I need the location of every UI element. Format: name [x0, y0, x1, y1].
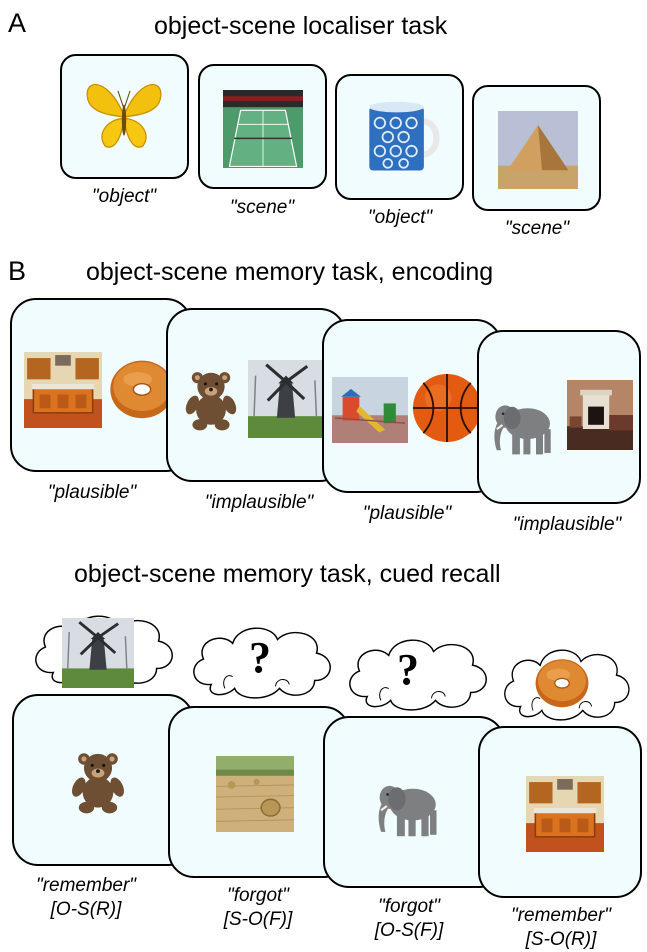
- butterfly-icon: [80, 72, 168, 158]
- recall-label-3: "forgot" [O-S(F)]: [375, 895, 444, 943]
- recall-response-4: "remember": [510, 905, 612, 926]
- kitchen-icon: [24, 352, 102, 428]
- elephant-icon: [483, 390, 561, 460]
- recall-code-4: [S-O(R)]: [525, 929, 597, 950]
- pyramid-icon: [498, 111, 578, 189]
- recall-label-2: "forgot" [S-O(F)]: [224, 884, 293, 932]
- recall-response-3: "forgot": [377, 896, 441, 917]
- recall-card-4: [478, 726, 642, 898]
- encoding-label-3: "plausible": [362, 503, 452, 524]
- encoding-title: object-scene memory task, encoding: [86, 258, 494, 286]
- playground-icon: [332, 377, 408, 443]
- thought-cloud-2: ?: [182, 616, 338, 704]
- recall-response-2: "forgot": [226, 885, 290, 906]
- question-mark: ?: [249, 633, 271, 682]
- windmill-icon: [248, 360, 324, 438]
- panel-a-title: object-scene localiser task: [154, 12, 448, 40]
- encoding-card-2: [166, 308, 346, 482]
- recall-response-1: "remember": [35, 875, 137, 896]
- encoding-card-1: [10, 298, 192, 472]
- thought-cloud-4: [494, 638, 636, 726]
- localiser-card-2: [198, 64, 327, 189]
- basketball-icon: [410, 369, 484, 447]
- localiser-card-1: [60, 54, 189, 179]
- recall-card-2: [168, 706, 350, 878]
- recall-code-2: [S-O(F)]: [223, 909, 293, 930]
- encoding-card-3: [322, 319, 502, 493]
- question-mark: ?: [397, 645, 419, 694]
- encoding-label-1: "plausible": [47, 482, 137, 503]
- bagel-icon: [530, 652, 594, 712]
- windmill-icon: [62, 618, 134, 688]
- recall-label-1: "remember" [O-S(R)]: [36, 874, 136, 922]
- localiser-card-3: [335, 74, 464, 200]
- elephant-icon: [365, 770, 449, 842]
- living-room-icon: [567, 380, 633, 450]
- recall-card-3: [323, 716, 505, 888]
- encoding-label-2: "implausible": [204, 492, 314, 513]
- localiser-label-4: "scene": [504, 218, 570, 239]
- localiser-label-1: "object": [91, 186, 157, 207]
- hay-field-icon: [216, 756, 294, 832]
- thought-cloud-3: ?: [338, 628, 494, 716]
- recall-label-4: "remember" [S-O(R)]: [511, 904, 611, 952]
- panel-letter-a: A: [8, 8, 27, 38]
- recall-card-1: [12, 694, 194, 866]
- panel-letter-b: B: [8, 256, 27, 286]
- mug-icon: [356, 93, 446, 181]
- recall-code-3: [O-S(F)]: [374, 920, 444, 941]
- encoding-card-4: [477, 330, 641, 504]
- localiser-label-3: "object": [367, 207, 433, 228]
- thought-cloud-1: [24, 604, 180, 692]
- kitchen-icon: [526, 776, 604, 852]
- localiser-card-4: [472, 85, 601, 211]
- recall-title: object-scene memory task, cued recall: [74, 560, 501, 588]
- teddy-bear-icon: [180, 360, 242, 440]
- tennis-court-icon: [223, 90, 303, 168]
- teddy-bear-icon: [66, 742, 130, 822]
- recall-code-1: [O-S(R)]: [50, 899, 122, 920]
- encoding-label-4: "implausible": [512, 514, 622, 535]
- localiser-label-2: "scene": [229, 197, 295, 218]
